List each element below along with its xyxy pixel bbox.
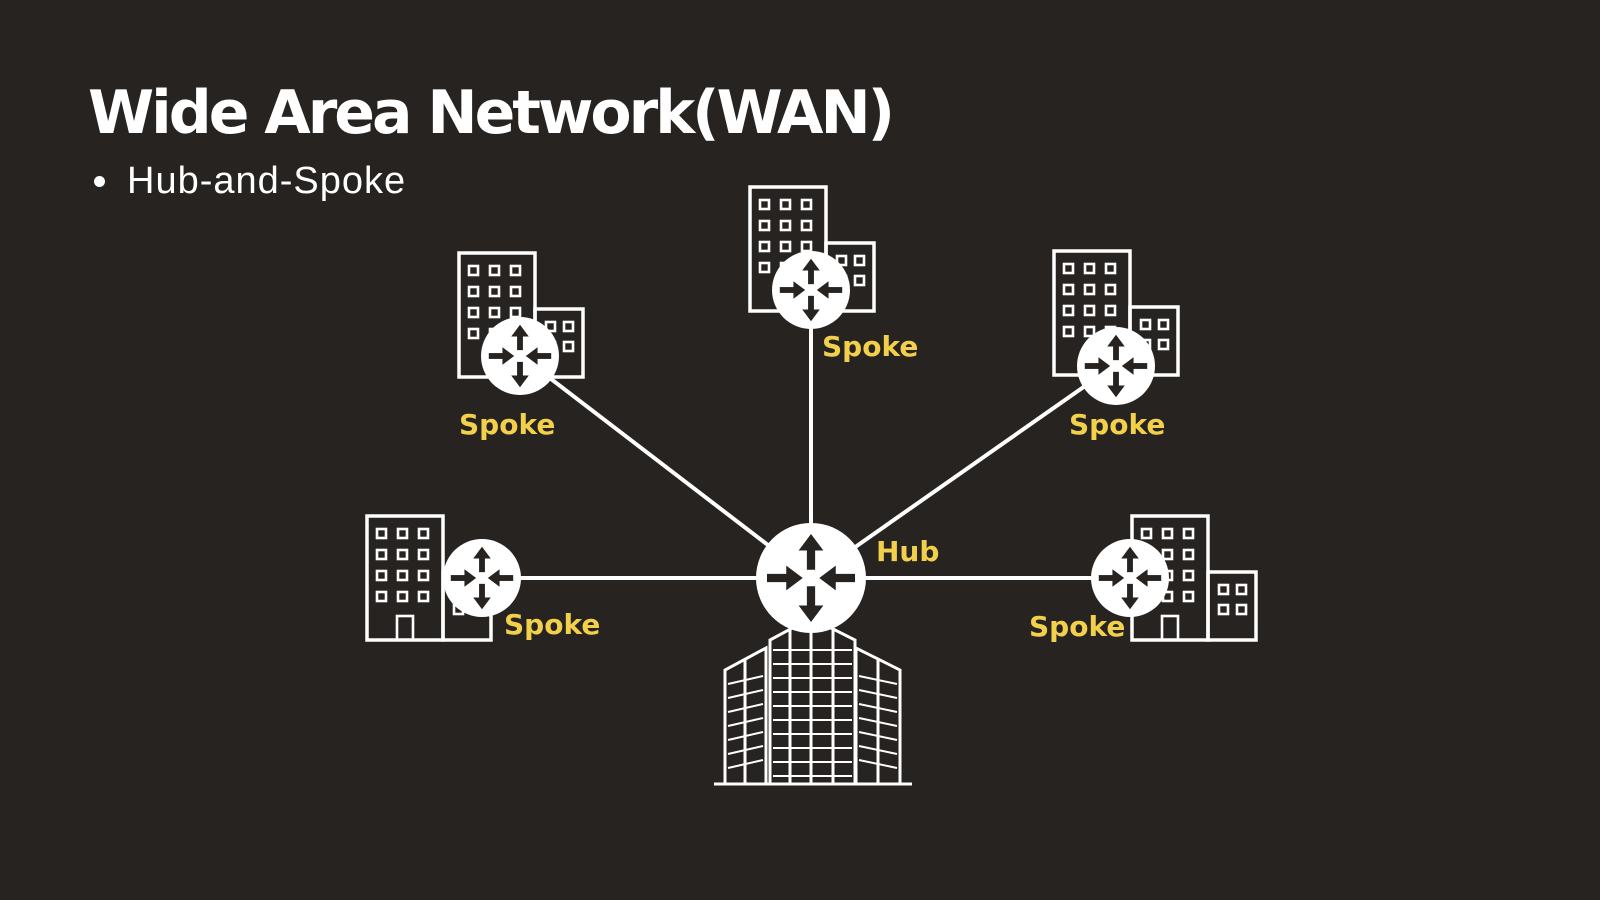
- router-icon: [481, 317, 559, 395]
- bullet-list: Hub-and-Spoke: [94, 160, 406, 203]
- hub-label: Hub: [876, 535, 939, 568]
- link-upper-right: [809, 363, 1117, 580]
- router-icon: [1077, 327, 1155, 405]
- spoke-label-left: Spoke: [504, 608, 600, 641]
- slide-title: Wide Area Network(WAN): [88, 78, 895, 148]
- bullet-dot: [94, 176, 105, 187]
- spoke-label-upper-right: Spoke: [1069, 408, 1165, 441]
- skyscraper-icon: [714, 616, 912, 786]
- bullet-text: Hub-and-Spoke: [127, 160, 407, 202]
- link-upper-left: [519, 354, 813, 580]
- router-icon: [1091, 539, 1169, 617]
- router-icon: [772, 251, 850, 329]
- bullet-item: Hub-and-Spoke: [94, 160, 406, 203]
- router-icon: [756, 523, 866, 633]
- spoke-label-upper-left: Spoke: [459, 408, 555, 441]
- spoke-label-right: Spoke: [1029, 610, 1125, 643]
- spoke-label-top: Spoke: [822, 330, 918, 363]
- router-icon: [443, 539, 521, 617]
